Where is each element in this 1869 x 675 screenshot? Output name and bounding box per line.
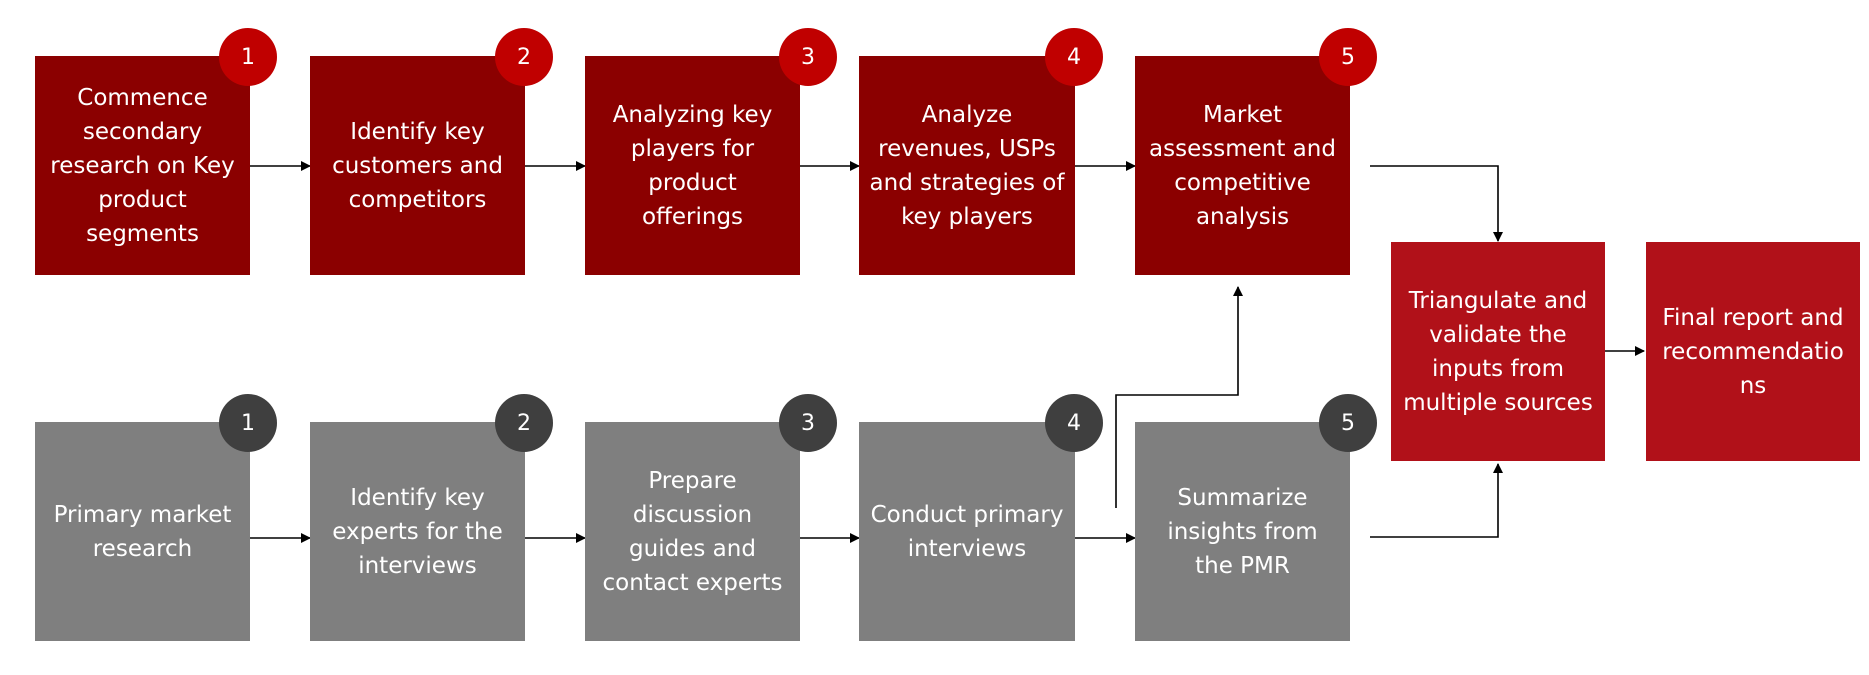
bottom-step-5-label: Summarize insights from the PMR <box>1167 484 1318 579</box>
bottom-step-2-box: Identify key experts for the interviews <box>310 422 525 641</box>
triangulate-label: Triangulate and validate the inputs from… <box>1403 287 1593 416</box>
bottom-step-3-label: Prepare discussion guides and contact ex… <box>602 467 783 596</box>
bottom-step-1-label: Primary market research <box>53 501 232 562</box>
final-report-label: Final report and recommendations <box>1662 304 1844 399</box>
top-step-3-label: Analyzing key players for product offeri… <box>612 101 773 230</box>
bottom-step-4-box: Conduct primary interviews <box>859 422 1075 641</box>
arrow-bottom-5-triangulate <box>1370 463 1503 538</box>
bottom-step-2-label: Identify key experts for the interviews <box>332 484 503 579</box>
bottom-step-4-badge: 4 <box>1045 394 1103 452</box>
top-step-4-label: Analyze revenues, USPs and strategies of… <box>869 101 1065 230</box>
arrow-top-5-triangulate <box>1370 165 1503 242</box>
triangulate-box: Triangulate and validate the inputs from… <box>1391 242 1605 461</box>
bottom-step-5-badge: 5 <box>1319 394 1377 452</box>
bottom-step-2-badge: 2 <box>495 394 553 452</box>
top-step-4-box: Analyze revenues, USPs and strategies of… <box>859 56 1075 275</box>
arrow-interviews-to-market-assessment <box>1115 286 1243 508</box>
top-step-3-badge: 3 <box>779 28 837 86</box>
top-step-5-label: Market assessment and competitive analys… <box>1149 101 1336 230</box>
top-step-1-box: Commence secondary research on Key produ… <box>35 56 250 275</box>
top-step-2-badge: 2 <box>495 28 553 86</box>
top-step-2-label: Identify key customers and competitors <box>332 118 503 213</box>
top-step-5-box: Market assessment and competitive analys… <box>1135 56 1350 275</box>
top-step-3-box: Analyzing key players for product offeri… <box>585 56 800 275</box>
final-report-box: Final report and recommendations <box>1646 242 1860 461</box>
bottom-step-5-box: Summarize insights from the PMR <box>1135 422 1350 641</box>
bottom-step-1-box: Primary market research <box>35 422 250 641</box>
top-step-1-label: Commence secondary research on Key produ… <box>50 84 235 247</box>
top-step-4-badge: 4 <box>1045 28 1103 86</box>
bottom-step-4-label: Conduct primary interviews <box>870 501 1064 562</box>
bottom-step-3-badge: 3 <box>779 394 837 452</box>
top-step-5-badge: 5 <box>1319 28 1377 86</box>
bottom-step-1-badge: 1 <box>219 394 277 452</box>
bottom-step-3-box: Prepare discussion guides and contact ex… <box>585 422 800 641</box>
top-step-1-badge: 1 <box>219 28 277 86</box>
top-step-2-box: Identify key customers and competitors <box>310 56 525 275</box>
